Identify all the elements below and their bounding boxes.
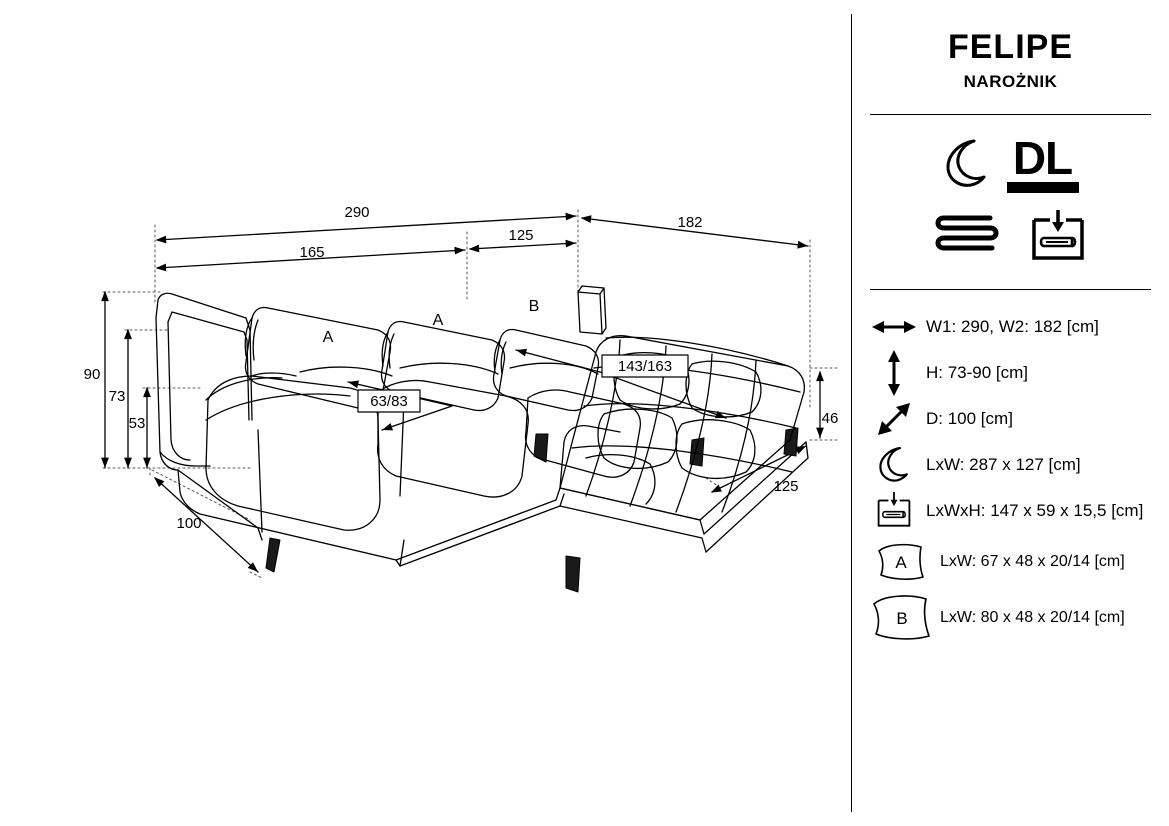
spec-list: W1: 290, W2: 182 [cm] H: 73-90 [cm] xyxy=(852,290,1169,646)
spec-value-storage: LxWxH: 147 x 59 x 15,5 [cm] xyxy=(926,500,1144,520)
dim-label-125: 125 xyxy=(508,227,533,244)
divider-top xyxy=(870,113,1151,115)
pillow-b-icon: B xyxy=(862,593,940,643)
dim-label-73: 73 xyxy=(109,388,126,405)
spec-row-height: H: 73-90 [cm] xyxy=(852,349,1169,396)
badge-row-construction xyxy=(852,208,1169,269)
product-subtitle: NAROŻNIK xyxy=(963,71,1058,91)
sofa-legs xyxy=(265,427,799,593)
sofa-drawing-svg: 290 165 125 182 90 73 53 100 46 125 63/8… xyxy=(84,204,841,593)
dim-label-290: 290 xyxy=(344,204,369,221)
callout-box-63-83 xyxy=(357,389,421,413)
horizontal-arrow-icon xyxy=(862,317,926,337)
left-armrest xyxy=(155,292,253,471)
back-cushion-a2 xyxy=(380,320,506,412)
wavy-spring-icon xyxy=(934,210,998,267)
spec-value-width: W1: 290, W2: 182 [cm] xyxy=(926,316,1099,336)
callout-box-143-163 xyxy=(601,354,689,378)
pillow-b-letter: B xyxy=(896,609,907,628)
dim-label-125-depth: 125 xyxy=(773,478,798,495)
feature-badges: DL xyxy=(852,115,1169,289)
spec-row-pillow-a: A LxW: 67 x 48 x 20/14 [cm] xyxy=(852,534,1169,590)
dim-depth-100 xyxy=(154,477,259,573)
vertical-arrow-icon xyxy=(862,349,926,396)
spec-row-pillow-b: B LxW: 80 x 48 x 20/14 [cm] xyxy=(852,590,1169,646)
dim-label-182: 182 xyxy=(677,214,702,231)
spec-value-sleep-area: LxW: 287 x 127 [cm] xyxy=(926,454,1081,474)
corner-seat xyxy=(559,424,621,489)
title-block: FELIPE NAROŻNIK xyxy=(852,0,1169,92)
callout-label-143-163: 143/163 xyxy=(618,358,672,375)
spec-value-depth: D: 100 [cm] xyxy=(926,408,1013,428)
storage-box-icon xyxy=(862,489,926,533)
dim-chaise-width xyxy=(580,215,809,249)
callout-leader-143-163 xyxy=(515,348,727,419)
cushion-label-b: B xyxy=(529,298,540,315)
dim-label-90: 90 xyxy=(84,366,101,383)
spec-row-width: W1: 290, W2: 182 [cm] xyxy=(852,304,1169,350)
spec-value-height: H: 73-90 [cm] xyxy=(926,362,1029,382)
dim-label-100: 100 xyxy=(176,515,201,532)
corner-backrest xyxy=(577,285,607,335)
cushion-label-a1: A xyxy=(323,329,334,346)
mechanism-underline xyxy=(1006,182,1079,194)
moon-icon xyxy=(943,137,989,194)
pillow-a-icon: A xyxy=(862,541,940,583)
storage-box-icon xyxy=(1028,208,1088,269)
dim-total-width xyxy=(155,212,577,244)
spec-row-storage: LxWxH: 147 x 59 x 15,5 [cm] xyxy=(852,488,1169,534)
callout-label-63-83: 63/83 xyxy=(370,393,408,410)
page-title: FELIPE xyxy=(947,28,1074,66)
badge-row-sleep: DL xyxy=(852,132,1169,194)
dim-seat-section xyxy=(155,246,466,272)
dim-label-46: 46 xyxy=(822,410,839,427)
pillow-a-letter: A xyxy=(895,553,907,572)
chaise-section xyxy=(559,334,806,521)
dim-label-53: 53 xyxy=(129,415,146,432)
mechanism-label: DL xyxy=(1012,132,1073,185)
dim-label-165: 165 xyxy=(299,244,324,261)
panel-divider xyxy=(851,14,852,812)
spec-value-pillow-a: LxW: 67 x 48 x 20/14 [cm] xyxy=(940,552,1125,570)
seat-cushions-left xyxy=(205,372,642,533)
moon-icon xyxy=(862,444,926,486)
spec-row-depth: D: 100 [cm] xyxy=(852,396,1169,442)
spec-row-sleep-area: LxW: 287 x 127 [cm] xyxy=(852,442,1169,488)
cushion-label-a2: A xyxy=(433,312,444,329)
diagonal-arrow-icon xyxy=(862,399,926,439)
info-panel: FELIPE NAROŻNIK DL xyxy=(852,0,1169,826)
dim-corner-section xyxy=(468,239,577,253)
spec-value-pillow-b: LxW: 80 x 48 x 20/14 [cm] xyxy=(940,608,1125,626)
technical-drawing: 290 165 125 182 90 73 53 100 46 125 63/8… xyxy=(84,204,841,593)
back-cushion-b xyxy=(492,328,600,412)
mechanism-badge: DL xyxy=(1006,132,1079,194)
divider-mid xyxy=(870,288,1151,290)
